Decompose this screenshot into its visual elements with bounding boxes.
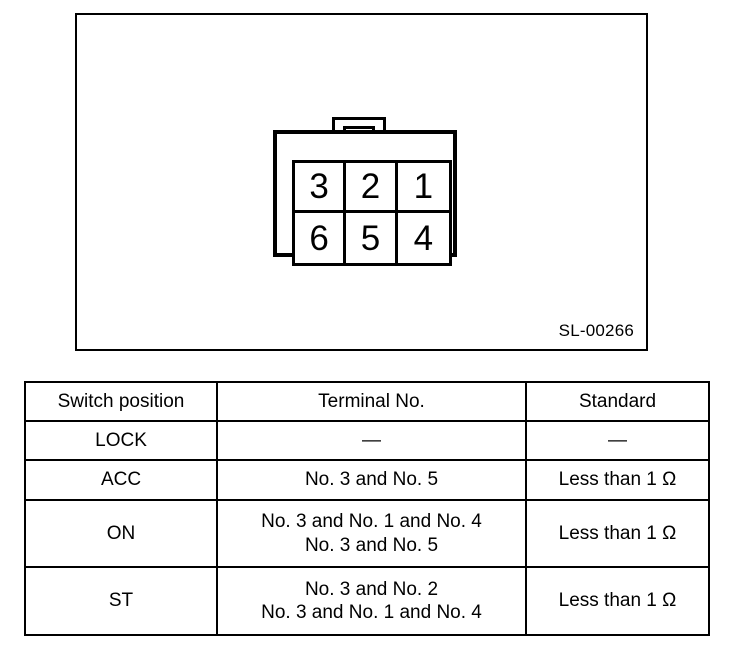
column-header-standard: Standard	[525, 381, 710, 422]
table-header-row: Switch position Terminal No. Standard	[24, 381, 710, 422]
table-row: ST No. 3 and No. 2 No. 3 and No. 1 and N…	[24, 566, 710, 636]
cell-standard-st: Less than 1 Ω	[525, 566, 710, 636]
terminal-cell-3: 3	[295, 163, 347, 213]
terminal-grid: 3 2 1 6 5 4	[292, 160, 452, 266]
cell-standard-lock: —	[525, 420, 710, 461]
column-header-switch-position: Switch position	[24, 381, 218, 422]
figure-caption: SL-00266	[558, 321, 634, 340]
cell-switch-position-st: ST	[24, 566, 218, 636]
cell-terminal-no-lock: —	[216, 420, 527, 461]
cell-switch-position-on: ON	[24, 499, 218, 568]
cell-terminal-no-on: No. 3 and No. 1 and No. 4 No. 3 and No. …	[216, 499, 527, 568]
terminal-cell-5: 5	[346, 213, 398, 263]
terminal-cell-6: 6	[295, 213, 347, 263]
table-row: ON No. 3 and No. 1 and No. 4 No. 3 and N…	[24, 499, 710, 568]
cell-standard-acc: Less than 1 Ω	[525, 459, 710, 501]
cell-switch-position-lock: LOCK	[24, 420, 218, 461]
column-header-terminal-no: Terminal No.	[216, 381, 527, 422]
connector-diagram: 3 2 1 6 5 4	[270, 117, 457, 266]
table-row: LOCK — —	[24, 420, 710, 461]
cell-switch-position-acc: ACC	[24, 459, 218, 501]
terminal-cell-2: 2	[346, 163, 398, 213]
cell-standard-on: Less than 1 Ω	[525, 499, 710, 568]
connector-body: 3 2 1 6 5 4	[273, 130, 457, 266]
terminal-cell-1: 1	[397, 163, 449, 213]
switch-continuity-table: Switch position Terminal No. Standard LO…	[24, 381, 710, 636]
table-row: ACC No. 3 and No. 5 Less than 1 Ω	[24, 459, 710, 501]
figure-panel: 3 2 1 6 5 4 SL-00266	[75, 13, 648, 351]
cell-terminal-no-st: No. 3 and No. 2 No. 3 and No. 1 and No. …	[216, 566, 527, 636]
terminal-cell-4: 4	[413, 218, 434, 258]
cell-terminal-no-acc: No. 3 and No. 5	[216, 459, 527, 501]
